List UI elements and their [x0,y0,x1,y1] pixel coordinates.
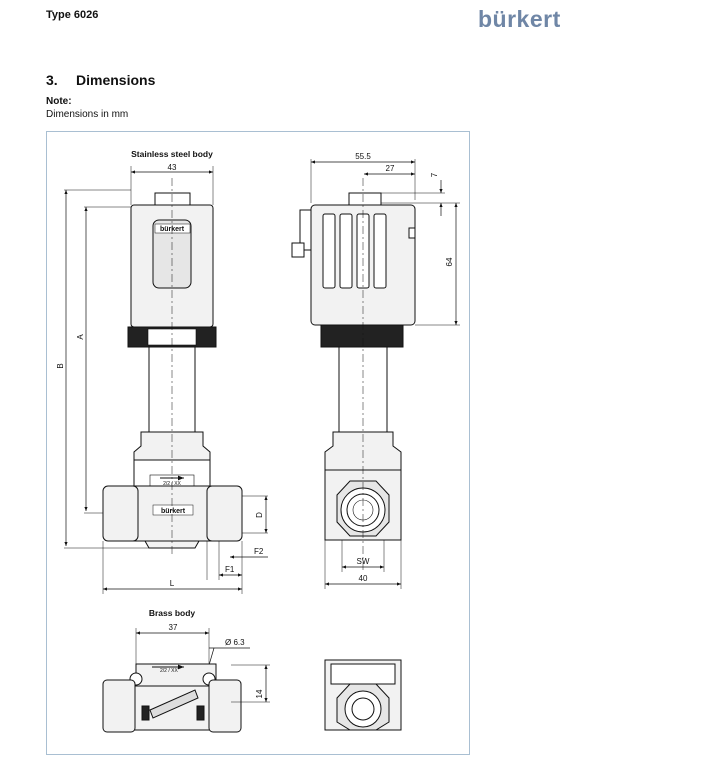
brass-body-title: Brass body [149,608,196,618]
dim-7-label: 7 [430,172,439,177]
dim-B-label: B [56,363,65,368]
dim-27-label: 27 [386,164,395,173]
dim-dia-6-3-label: Ø 6.3 [225,638,245,647]
dim-43-label: 43 [168,163,177,172]
stainless-steel-title: Stainless steel body [131,149,213,159]
dim-F1-label: F1 [225,565,235,574]
dim-SW-label: SW [357,557,370,566]
dim-L-label: L [170,579,175,588]
brass-arrow-mark: 2/2 / XX [160,668,178,674]
dim-55-5-label: 55.5 [355,152,371,161]
document-type-label: Type 6026 [46,9,99,21]
coil-side [291,192,416,326]
brass-body-side [324,659,402,731]
dim-40-label: 40 [359,574,368,583]
dim-37-label: 37 [169,623,178,632]
dim-14-label: 14 [255,689,264,698]
dim-A-label: A [76,334,85,340]
section-title: Dimensions [76,72,156,88]
section-number: 3. [46,72,58,88]
arrow-mark-front: 2/2 / XX [163,481,181,487]
body-brand-label: bürkert [161,508,186,515]
burkert-logo: bürkert [478,6,561,32]
dim-F2-label: F2 [254,547,264,556]
section-heading: 3. Dimensions [46,72,155,88]
valve-body-front [102,485,243,549]
dim-64-label: 64 [445,257,454,266]
drawing-frame [46,131,470,755]
note-label: Note: [46,96,72,107]
note-text: Dimensions in mm [46,109,129,120]
coil-nut-side [320,324,404,348]
coil-fins [322,213,416,289]
brass-body-front [102,663,242,733]
dim-D-label: D [255,512,264,518]
coil-brand-label: bürkert [160,226,185,233]
